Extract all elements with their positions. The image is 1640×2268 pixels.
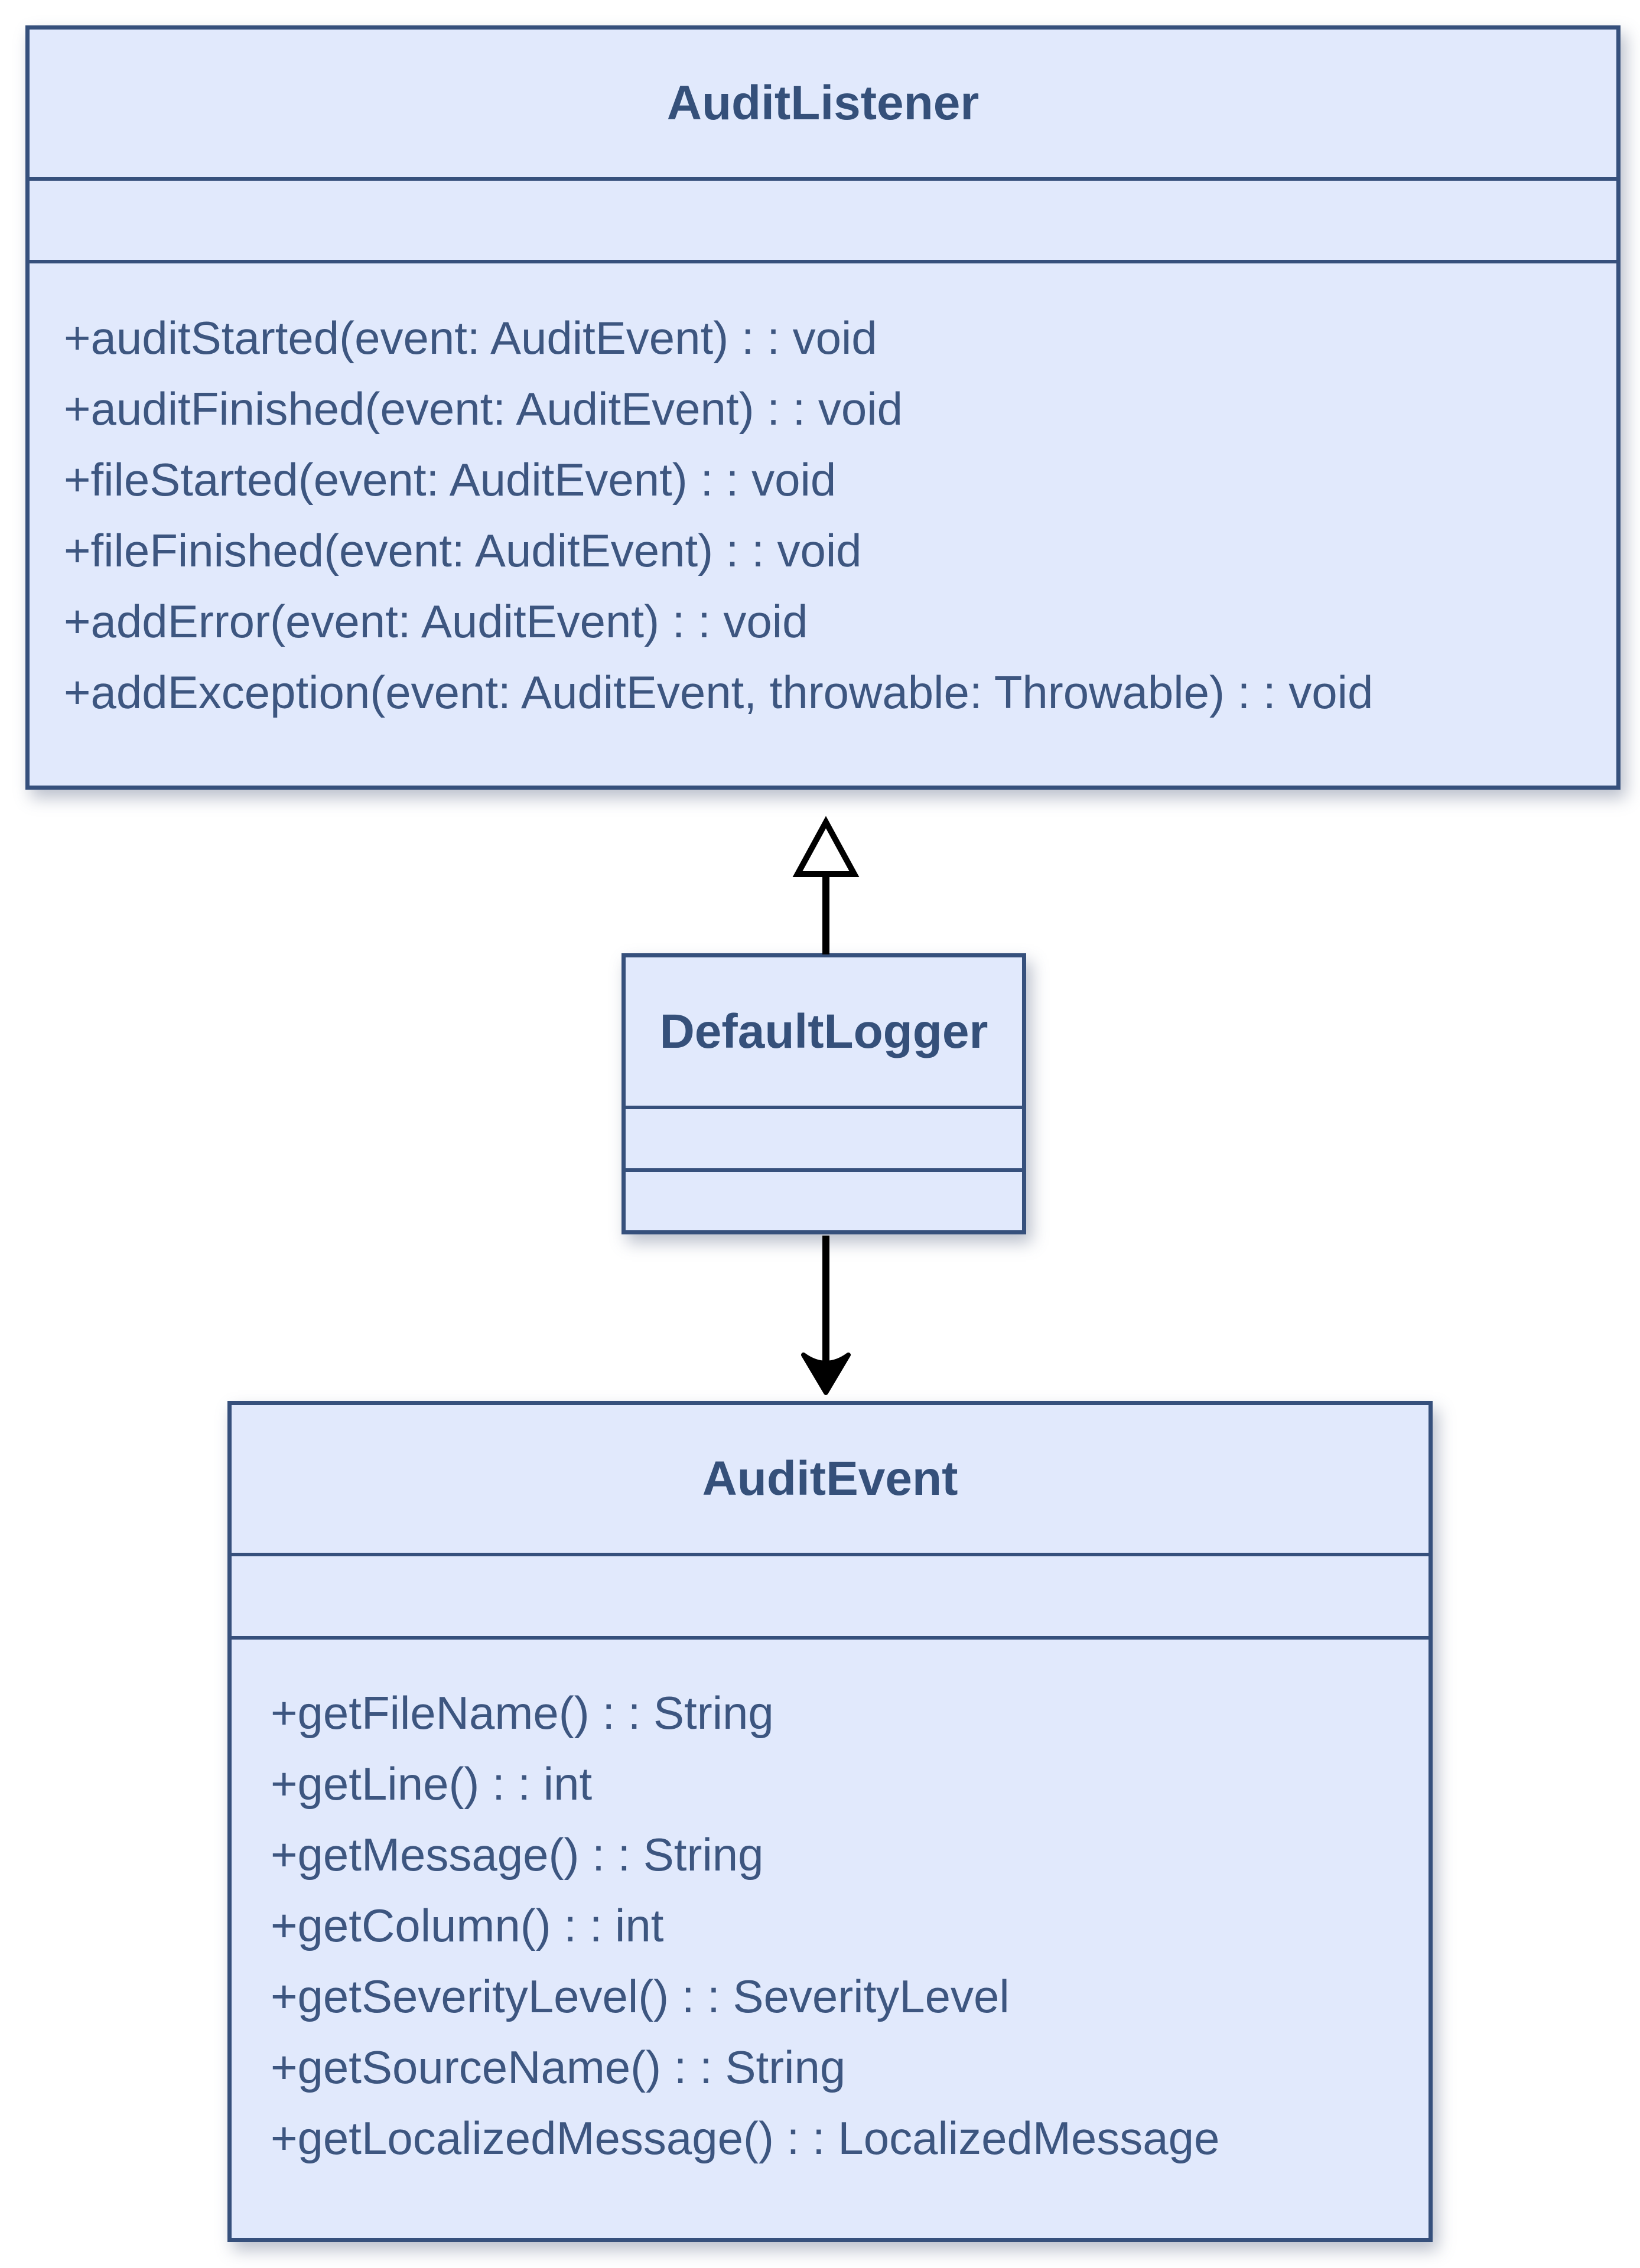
method-item: +fileStarted(event: AuditEvent) : : void [64,454,837,506]
class-box-defaultlogger: DefaultLogger [621,953,1026,1234]
method-item: +auditStarted(event: AuditEvent) : : voi… [64,312,877,364]
methods-compartment-defaultlogger [626,1172,1022,1230]
generalization-arrow [792,816,860,954]
methods-compartment-auditevent: +getFileName() : : String +getLine() : : … [232,1640,1429,2238]
method-item: +getColumn() : : int [271,1899,664,1951]
method-item: +addError(event: AuditEvent) : : void [64,595,808,647]
method-item: +getSeverityLevel() : : SeverityLevel [271,1970,1010,2022]
association-arrow [801,1236,851,1395]
method-item: +getLine() : : int [271,1758,593,1810]
method-item: +fileFinished(event: AuditEvent) : : voi… [64,524,862,576]
method-item: +getLocalizedMessage() : : LocalizedMess… [271,2112,1220,2164]
attributes-compartment-auditlistener [30,181,1616,263]
class-title-defaultlogger: DefaultLogger [626,957,1022,1109]
class-title-auditlistener: AuditListener [30,30,1616,181]
class-box-auditevent: AuditEvent +getFileName() : : String+get… [227,1401,1433,2242]
method-item: +addException(event: AuditEvent, throwab… [64,666,1374,718]
class-box-auditlistener: AuditListener +auditStarted(event: Audit… [25,25,1621,790]
open-vee-arrowhead-icon [801,1353,851,1395]
attributes-compartment-defaultlogger [626,1109,1022,1172]
method-item: +auditFinished(event: AuditEvent) : : vo… [64,383,903,435]
hollow-triangle-arrowhead-icon [792,816,860,877]
method-item: +getMessage() : : String [271,1829,764,1881]
attributes-compartment-auditevent [232,1556,1429,1640]
method-item: +getSourceName() : : String [271,2041,846,2093]
methods-compartment-auditlistener: +auditStarted(event: AuditEvent) : : voi… [30,263,1616,786]
class-title-auditevent: AuditEvent [232,1405,1429,1556]
method-item: +getFileName() : : String [271,1687,774,1739]
